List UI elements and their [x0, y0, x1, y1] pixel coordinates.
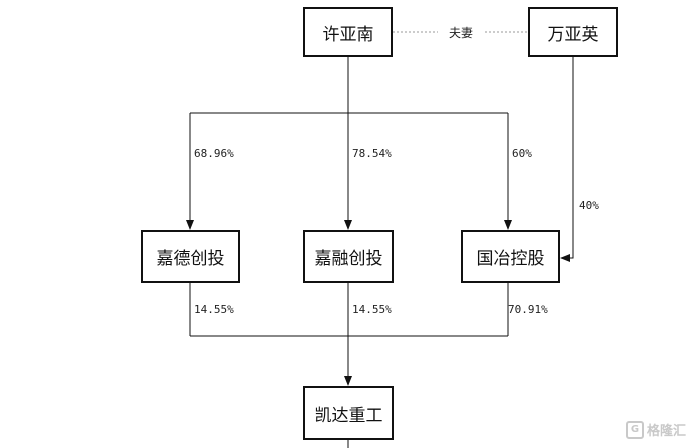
edge-label-xu-guoye: 60%: [512, 147, 532, 160]
edge-label-guoye-kaida: 70.91%: [508, 303, 548, 316]
watermark: G 格隆汇: [626, 420, 686, 439]
spouse-relation-label: 夫妻: [438, 22, 484, 42]
edge-label-jiarong-kaida: 14.55%: [352, 303, 392, 316]
arrow-wan-to-guoye: [560, 57, 574, 262]
node-kaida-label: 凯达重工: [314, 405, 383, 426]
watermark-text: 格隆汇: [647, 424, 687, 439]
node-wan-yaying-label: 万亚英: [547, 24, 599, 45]
node-guoye-label: 国冶控股: [476, 249, 545, 269]
node-guoye-konggu: 国冶控股: [461, 230, 560, 283]
node-wan-yaying: 万亚英: [528, 7, 618, 57]
node-jiade-chuangtou: 嘉德创投: [141, 230, 240, 283]
node-xu-yanan-label: 许亚南: [322, 24, 374, 45]
node-jiarong-chuangtou: 嘉融创投: [303, 230, 394, 283]
gelonghui-logo-icon: G: [626, 420, 644, 439]
edge-label-jiade-kaida: 14.55%: [194, 303, 234, 316]
node-jiarong-label: 嘉融创投: [314, 249, 383, 269]
edge-label-xu-jiade: 68.96%: [194, 147, 234, 160]
node-xu-yanan: 许亚南: [303, 7, 393, 57]
node-jiade-label: 嘉德创投: [156, 249, 225, 269]
edge-label-xu-jiarong: 78.54%: [352, 147, 392, 160]
node-kaida-zhonggong: 凯达重工: [303, 386, 394, 440]
edge-label-wan-guoye: 40%: [579, 199, 599, 212]
